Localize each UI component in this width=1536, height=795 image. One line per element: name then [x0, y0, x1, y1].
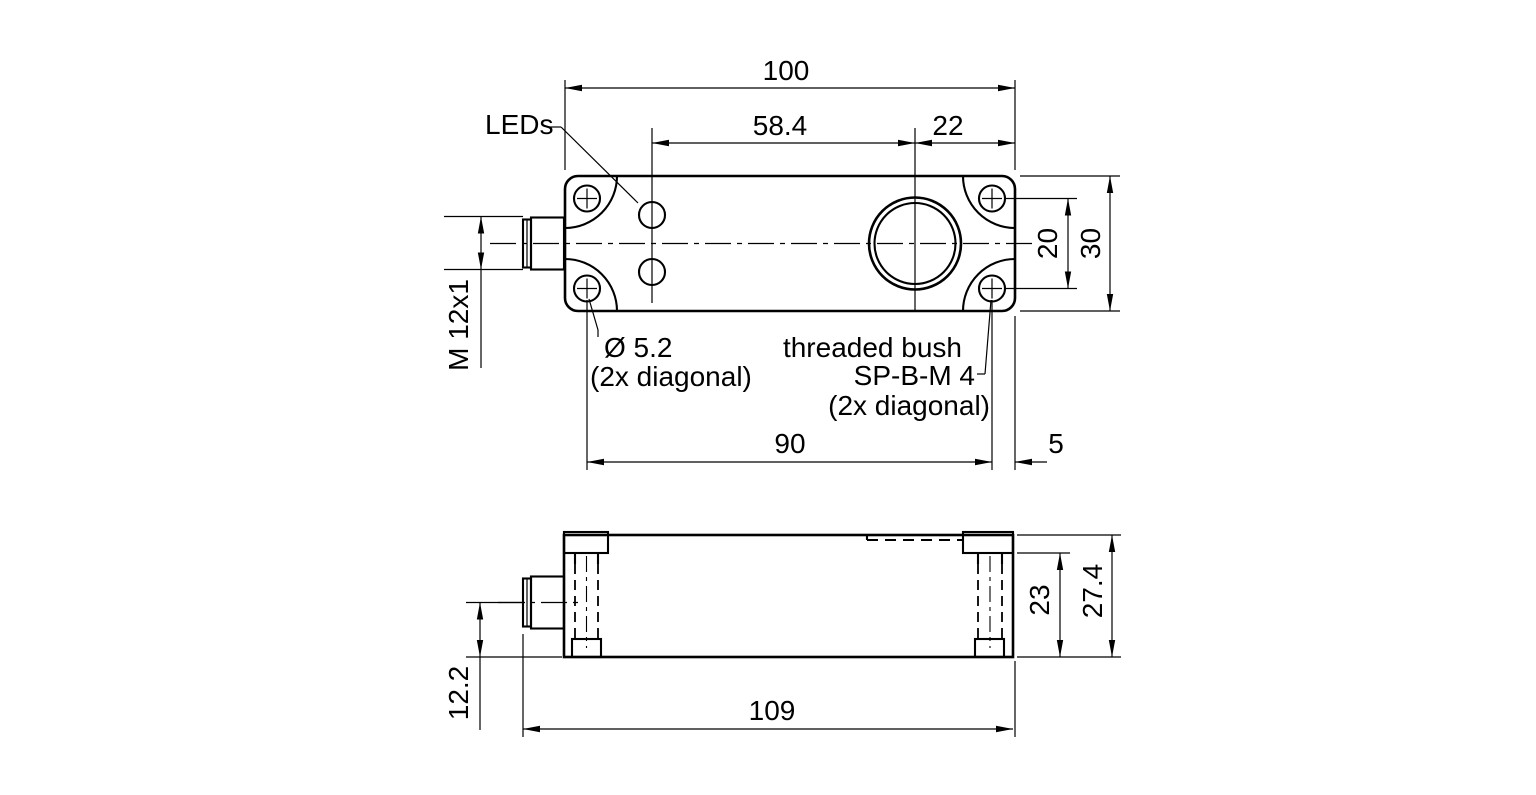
dim-20-text: 20 — [1032, 228, 1063, 259]
dim-hole-edge-offset: 5 — [1014, 316, 1064, 470]
threaded-bush-callout: threaded bush SP-B-M 4 (2x diagonal) — [783, 299, 992, 421]
dim-22-text: 22 — [932, 110, 963, 141]
label-hole-diameter: Ø 5.2 — [604, 332, 672, 363]
leds-callout: LEDs — [485, 109, 639, 204]
dim-27-4-text: 27.4 — [1077, 564, 1108, 619]
leds-leader-line — [560, 126, 639, 204]
label-leds: LEDs — [485, 109, 553, 140]
dim-overall-height-side: 27.4 — [1017, 534, 1121, 658]
mounting-screw-bottom-left — [572, 274, 602, 303]
dim-109-text: 109 — [749, 695, 796, 726]
label-hole-note: (2x diagonal) — [590, 361, 752, 392]
left-sleeve-cap — [562, 530, 610, 555]
dim-overall-height: 30 — [1020, 175, 1120, 312]
right-sleeve-cap — [961, 530, 1015, 555]
dim-transducer-from-face: 22 — [915, 110, 1015, 147]
dim-connector-thread: M 12x1 — [443, 215, 523, 371]
corner-pad-arcs — [564, 175, 1016, 312]
dim-90-text: 90 — [774, 428, 805, 459]
dim-hole-spacing-vertical: 20 — [1004, 197, 1077, 290]
dim-30-text: 30 — [1075, 228, 1106, 259]
dim-hole-spacing-horizontal: 90 — [586, 300, 993, 470]
label-m12x1: M 12x1 — [443, 279, 474, 371]
top-edge-hidden-recess — [865, 535, 962, 541]
dim-100-text: 100 — [763, 55, 810, 86]
side-view: 12.2 109 23 27.4 — [443, 530, 1121, 737]
mounting-screw-top-left — [572, 184, 602, 213]
dim-overall-length-side: 109 — [522, 634, 1016, 737]
mounting-screw-bottom-right — [977, 274, 1007, 303]
label-bush-line1: threaded bush — [783, 332, 962, 363]
dim-23-text: 23 — [1024, 584, 1055, 615]
left-mount-sleeve — [562, 530, 610, 659]
bush-leader-line — [984, 299, 992, 375]
right-mount-sleeve — [961, 530, 1015, 659]
dim-transducer-from-leds: 58.4 — [652, 110, 915, 147]
label-bush-line2: SP-B-M 4 — [854, 360, 975, 391]
label-bush-note: (2x diagonal) — [828, 390, 990, 421]
left-sleeve-foot — [570, 637, 603, 659]
hole-leader-line — [588, 298, 599, 337]
mounting-hole-callout: Ø 5.2 (2x diagonal) — [588, 298, 752, 392]
side-body-outline — [562, 533, 1015, 659]
top-view: 100 58.4 22 20 — [443, 55, 1120, 470]
dim-overall-width: 100 — [564, 55, 1016, 170]
dim-12-2-text: 12.2 — [443, 666, 474, 721]
mounting-screw-top-right — [977, 184, 1007, 213]
dim-connector-axis-height: 12.2 — [443, 601, 562, 730]
dim-5-text: 5 — [1048, 428, 1064, 459]
dim-58-4-text: 58.4 — [753, 110, 808, 141]
dim-body-height-side: 23 — [1017, 552, 1070, 657]
right-sleeve-foot — [973, 637, 1006, 659]
